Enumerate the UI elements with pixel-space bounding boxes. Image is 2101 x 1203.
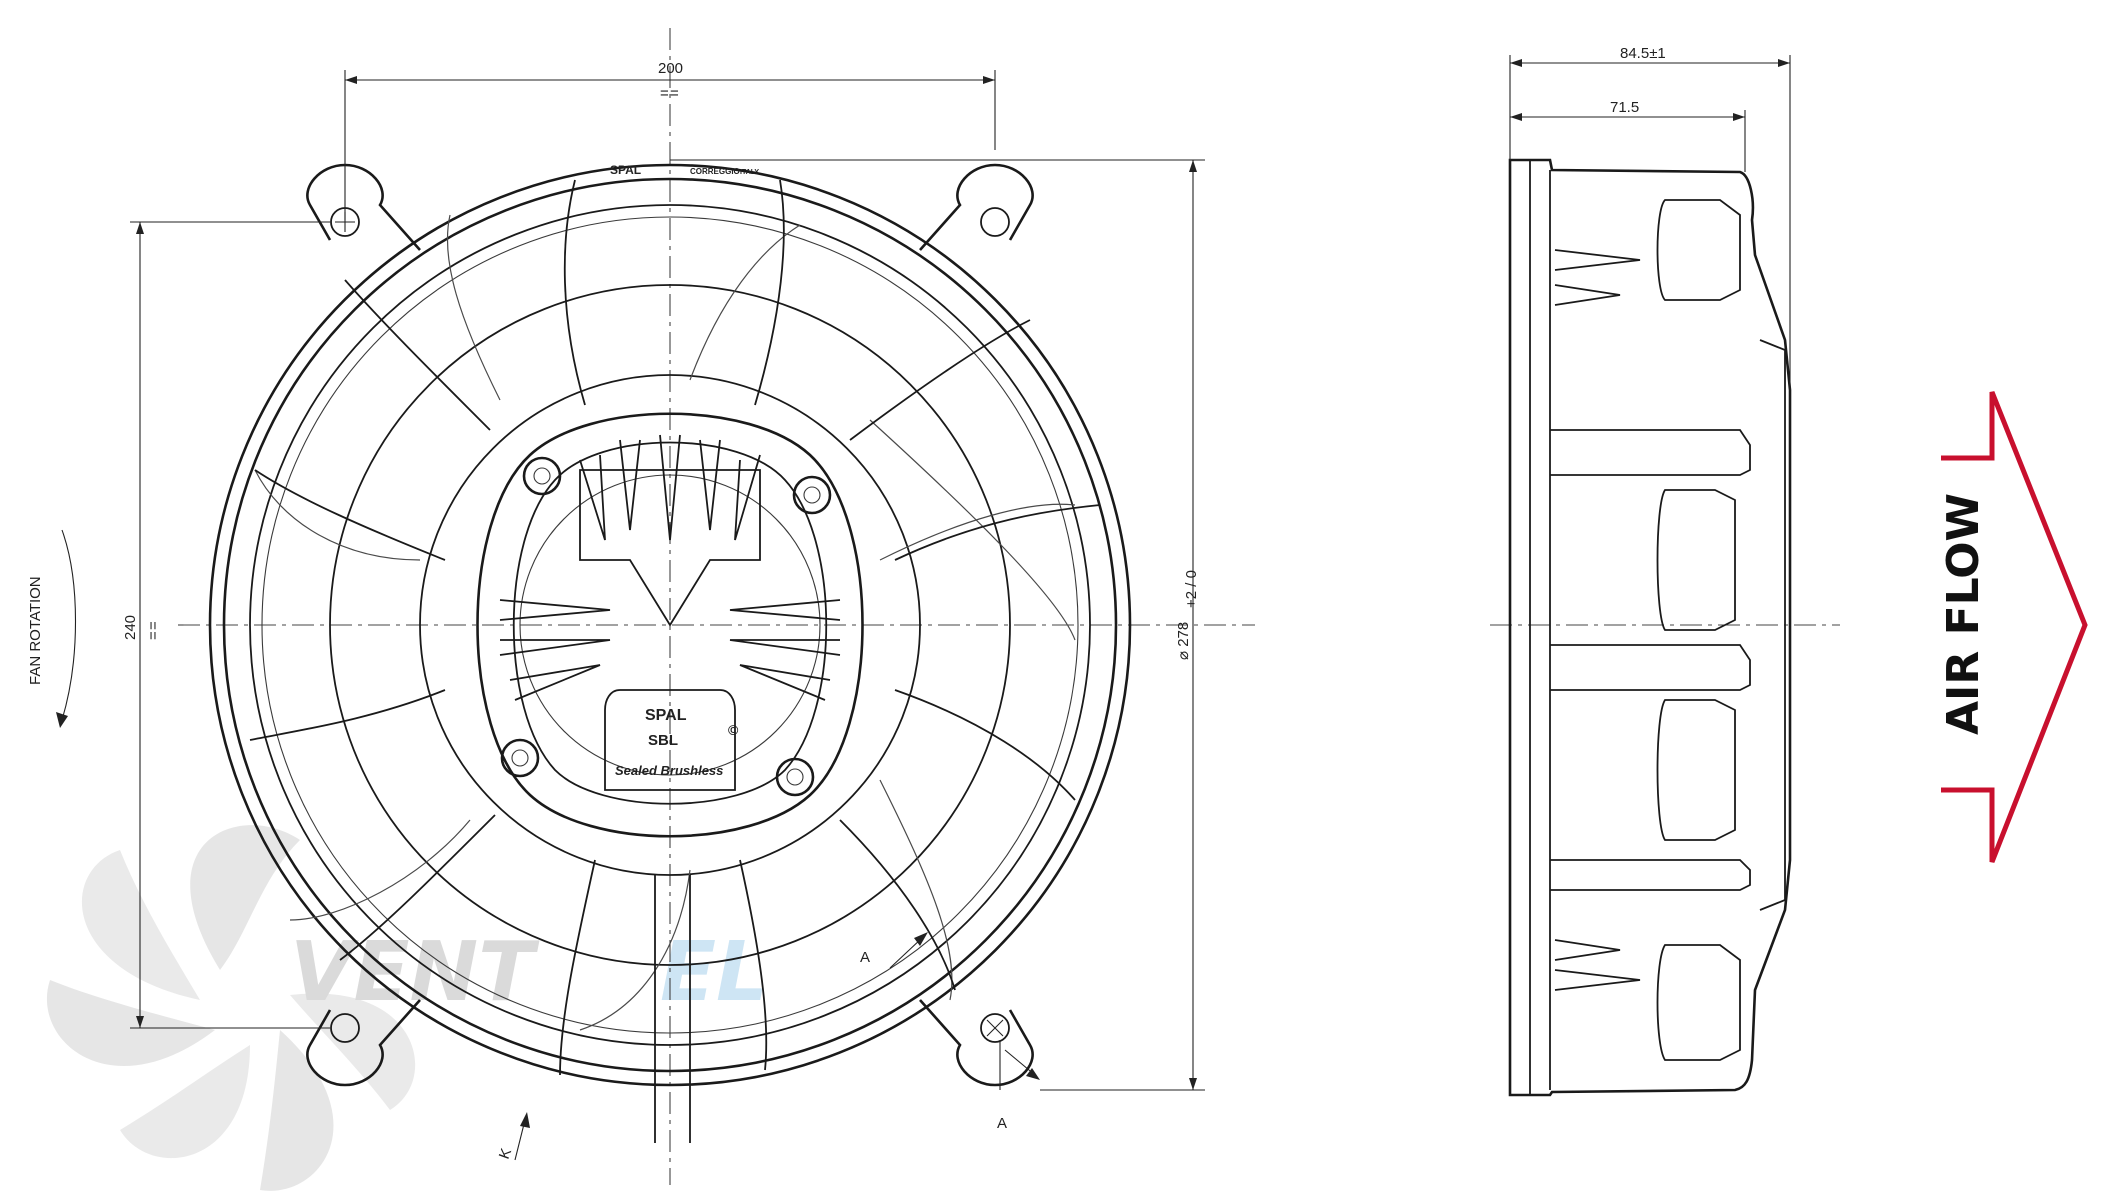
dim-total-depth: 84.5±1 [1509,45,1791,390]
watermark-text-blue: EL [660,925,768,1020]
air-flow-arrow-icon [1941,391,2088,863]
hub-logo-tagline: Sealed Brushless [615,763,723,778]
dim-outer-diameter: ⌀ 278 +2 / 0 [670,159,1205,1091]
watermark-fan-icon [46,825,416,1191]
dim-278-tolerance: +2 / 0 [1183,570,1200,608]
view-k-arrow-icon [520,1112,530,1128]
dim-200-equal-marker-2: = [670,85,679,102]
guard-spokes [249,179,1101,1076]
dim-200-label: 200 [658,60,683,77]
air-flow-label: AIR FLOW [1938,493,1989,735]
mounting-ear-bottom-left [306,999,421,1087]
dim-bolt-spacing-horizontal: 200 = = [344,60,996,220]
section-marker-a: A A [860,932,1040,1132]
fan-blades [254,214,1076,1031]
view-marker-k: K [496,1112,530,1161]
shroud-lip [249,204,1091,1046]
fan-tip-circle [261,216,1079,1034]
dim-240-label: 240 [122,615,139,640]
fan-rotation-label: FAN ROTATION [27,576,44,685]
hub-logo-model: SBL [648,732,678,749]
dim-bolt-spacing-vertical: 240 = = [122,221,330,1029]
side-profile-outline [1508,158,1792,1097]
guard-ring-middle [419,374,921,876]
shroud-brand: SPAL [610,163,641,177]
shroud-origin: CORREGGIO [690,167,740,176]
section-a-label-bottom: A [997,1115,1007,1132]
dim-240-equal-marker: = [145,631,162,640]
dim-240-equal-marker-2: = [145,621,162,630]
mounting-ear-top-right [919,163,1034,251]
fan-rotation-indicator: FAN ROTATION [27,529,77,728]
cable [654,875,691,1143]
hub-logo-symbol: © [728,722,739,738]
dim-200-equal-marker: = [660,85,669,102]
dim-71-5-label: 71.5 [1610,99,1639,116]
front-view: SPAL SBL © Sealed Brushless SPAL CORREGG… [27,28,1255,1185]
shroud-text: SPAL CORREGGIO ITALY [610,163,759,177]
watermark-logo: VENT EL [46,825,768,1191]
hub-screws [500,456,832,797]
mounting-ear-bottom-right [919,999,1034,1087]
section-a-label-top: A [860,949,870,966]
guard-ring-outer [329,284,1011,966]
view-k-label: K [496,1146,515,1161]
dim-body-depth: 71.5 [1510,99,1746,172]
dim-278-label: ⌀ 278 [1175,622,1192,660]
hub-logo-brand: SPAL [645,707,687,724]
cooling-fins [499,434,841,701]
shroud-country: ITALY [740,169,759,176]
dim-84-5-label: 84.5±1 [1620,45,1666,62]
side-view: 84.5±1 71.5 [1490,45,1840,1097]
air-flow-indicator: AIR FLOW [1938,391,2088,863]
shroud-outer-ring [208,163,1132,1087]
side-ribs [1550,199,1786,1061]
motor-hub [476,412,864,838]
fan-rotation-arrow-icon [56,712,68,728]
hub-logo: SPAL SBL © Sealed Brushless [615,707,739,778]
mounting-ear-top-left [306,163,421,251]
shroud-inner-ring [222,177,1118,1073]
